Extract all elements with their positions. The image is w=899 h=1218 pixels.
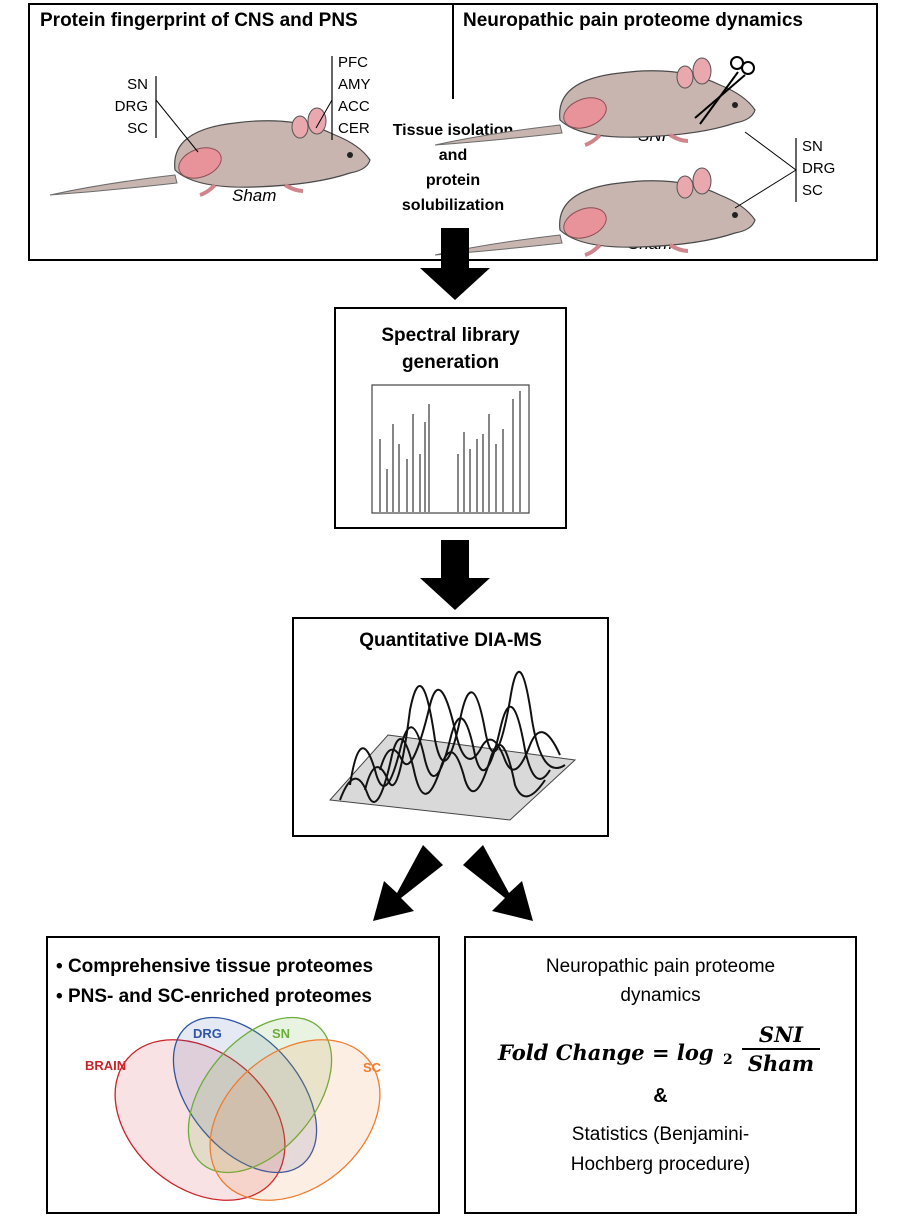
venn-label-drg: DRG — [193, 1026, 222, 1041]
tissue-label-list: SN DRG SC — [802, 136, 835, 202]
formula-lhs: Fold Change = log — [498, 1040, 714, 1065]
formula-sub: 2 — [723, 1052, 733, 1068]
pns-label: DRG — [114, 98, 148, 115]
venn-diagram: BRAIN DRG SN SC — [85, 1016, 382, 1201]
scissors-icon — [694, 56, 755, 125]
down-right-arrow — [463, 845, 533, 921]
cns-label: PFC — [338, 54, 368, 71]
top-illustrations — [48, 56, 797, 257]
dia-ms-title: Quantitative DIA-MS — [359, 630, 542, 651]
formula-denominator: Sham — [747, 1051, 815, 1076]
fold-change-formula: Fold Change = log 2 SNI Sham — [498, 1022, 838, 1082]
tissue-label: DRG — [802, 160, 836, 177]
spectrum-plot — [371, 384, 530, 514]
venn-label-sn: SN — [272, 1026, 290, 1041]
top-panel-divider — [452, 4, 454, 99]
tissue-label: SN — [802, 138, 823, 155]
down-arrow-2 — [420, 540, 490, 610]
statistics-text: Statistics (Benjamini- Hochberg procedur… — [570, 1124, 751, 1175]
down-left-arrow — [373, 845, 443, 921]
spectral-library-title: Spectral library generation — [381, 325, 520, 373]
bullet-item: • PNS- and SC-enriched proteomes — [56, 986, 372, 1007]
venn-label-brain: BRAIN — [85, 1058, 126, 1073]
down-arrow-1 — [420, 228, 490, 300]
top-right-title: Neuropathic pain proteome dynamics — [463, 10, 803, 31]
venn-label-sc: SC — [363, 1060, 382, 1075]
proteome-dynamics-box — [464, 936, 857, 1214]
bullet-list: • Comprehensive tissue proteomes • PNS- … — [56, 952, 373, 1012]
tissue-isolation-text: Tissue isolation and protein solubilizat… — [392, 122, 514, 214]
top-left-title: Protein fingerprint of CNS and PNS — [40, 10, 358, 31]
pns-label: SN — [127, 76, 148, 93]
dia-ms-plot — [328, 670, 577, 821]
formula-fraction: SNI Sham — [742, 1022, 820, 1078]
cns-label: ACC — [338, 98, 370, 115]
sham-label-left: Sham — [232, 186, 277, 205]
cns-label: AMY — [338, 76, 371, 93]
bullet-item: • Comprehensive tissue proteomes — [56, 956, 374, 977]
ampersand: & — [653, 1085, 668, 1107]
tissue-label: SC — [802, 182, 823, 199]
cns-label: CER — [338, 120, 370, 137]
proteome-dynamics-title: Neuropathic pain proteome dynamics — [545, 956, 776, 1006]
pns-label-list: SN DRG SC — [108, 74, 148, 140]
formula-numerator: SNI — [742, 1022, 820, 1050]
pns-label: SC — [127, 120, 148, 137]
cns-label-list: PFC AMY ACC CER — [338, 52, 371, 140]
